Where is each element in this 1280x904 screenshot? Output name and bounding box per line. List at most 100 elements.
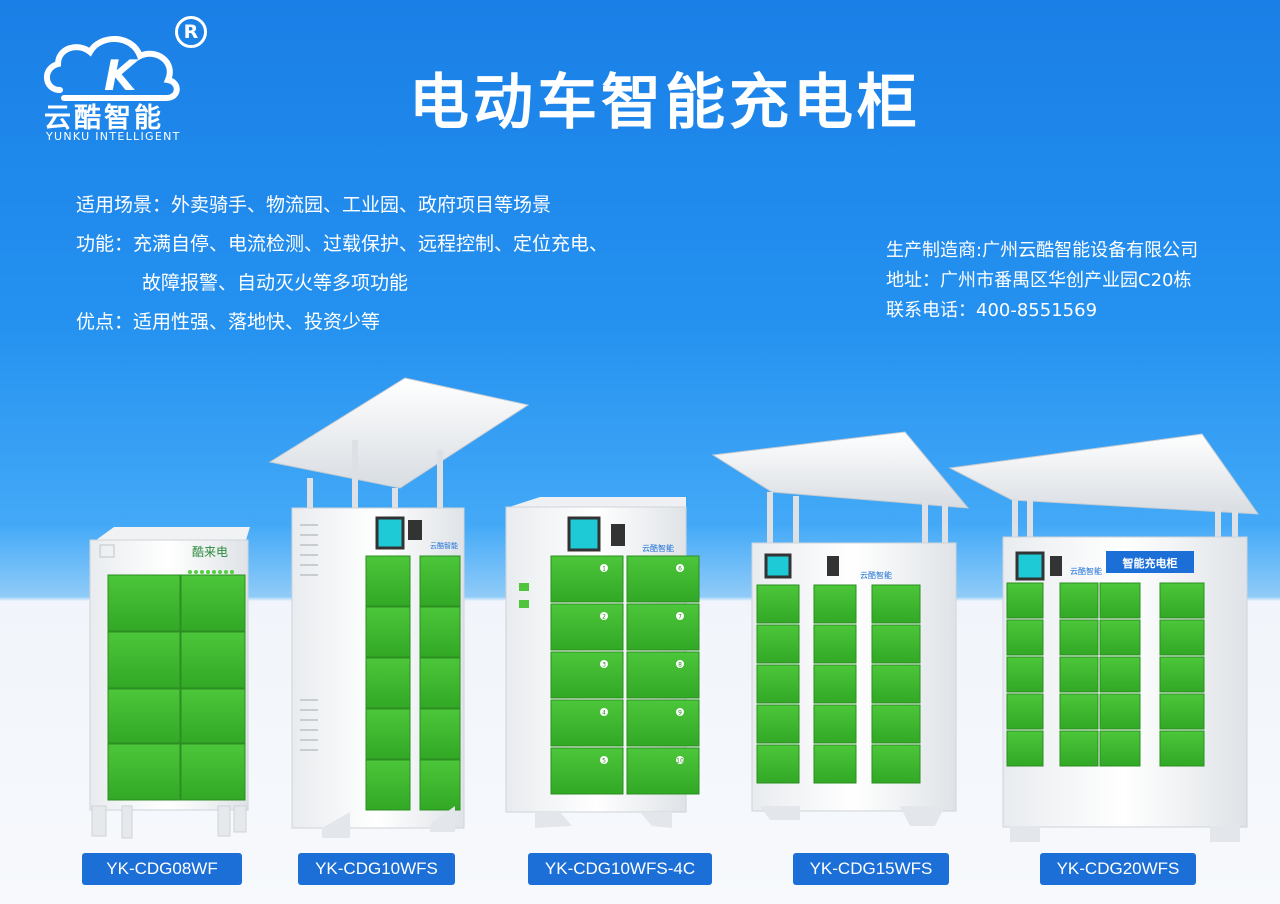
screen-icon <box>764 553 792 579</box>
screen-icon <box>567 516 601 552</box>
screen-icon <box>375 516 405 550</box>
locker-number: 6 <box>678 566 682 573</box>
locker-door <box>626 747 700 795</box>
locker-door <box>813 744 857 784</box>
screen-icon <box>1015 551 1045 581</box>
locker-number: 9 <box>678 710 682 717</box>
locker-door <box>550 747 624 795</box>
locker-number: 8 <box>678 662 682 669</box>
locker-number: 1 <box>602 566 606 573</box>
locker-door <box>1059 619 1099 656</box>
qr-reader-icon <box>827 556 839 576</box>
locker-door <box>871 624 921 664</box>
locker-door <box>1006 693 1044 730</box>
locker-door <box>756 664 800 704</box>
locker-door <box>813 664 857 704</box>
locker-door <box>1006 656 1044 693</box>
locker-number: 2 <box>602 614 606 621</box>
locker-door <box>813 624 857 664</box>
manufacturer-text: 生产制造商:广州云酷智能设备有限公司 <box>886 240 1199 261</box>
svg-text:云酷智能: 云酷智能 <box>430 541 458 550</box>
svg-text:云酷智能: 云酷智能 <box>860 570 892 580</box>
locker-number: 7 <box>678 614 682 621</box>
locker-door <box>1159 693 1205 730</box>
advantage-text: 优点：适用性强、落地快、投资少等 <box>76 311 381 333</box>
locker-door <box>756 704 800 744</box>
locker-number: 5 <box>602 758 606 765</box>
locker-number: 4 <box>602 710 606 717</box>
locker-door <box>871 584 921 624</box>
locker-door <box>1006 730 1044 767</box>
svg-text:云酷智能: 云酷智能 <box>1070 566 1102 576</box>
locker-door <box>871 664 921 704</box>
cabinet-yk-cdg15wfs: 云酷智能 <box>711 431 970 826</box>
locker-number-badge <box>600 564 608 572</box>
model-badge-2: YK-CDG10WFS <box>298 853 455 885</box>
qr-reader-icon <box>408 520 422 540</box>
locker-door <box>1159 730 1205 767</box>
locker-door <box>1059 730 1099 767</box>
brand-name-en: YUNKU INTELLIGENT <box>46 130 181 143</box>
function-text-2: 故障报警、自动灭火等多项功能 <box>142 272 409 294</box>
locker-door <box>1059 656 1099 693</box>
locker-door <box>1006 582 1044 619</box>
locker-door <box>756 584 800 624</box>
svg-text:K: K <box>104 51 140 100</box>
locker-door <box>1059 582 1099 619</box>
locker-number-badge <box>676 708 684 716</box>
function-text-1: 功能：充满自停、电流检测、过载保护、远程控制、定位充电、 <box>76 233 609 255</box>
model-badge-5: YK-CDG20WFS <box>1040 853 1196 885</box>
locker-door <box>1159 619 1205 656</box>
locker-door <box>626 699 700 747</box>
locker-door <box>550 555 624 603</box>
locker-number-badge <box>676 564 684 572</box>
locker-doors <box>107 574 246 801</box>
locker-number: 3 <box>602 662 606 669</box>
locker-door <box>1099 619 1141 656</box>
locker-door <box>1159 656 1205 693</box>
qr-reader-icon <box>611 524 625 546</box>
locker-door <box>626 603 700 651</box>
locker-doors <box>1006 582 1205 767</box>
locker-door <box>626 555 700 603</box>
indicator-lights <box>188 570 234 574</box>
locker-door <box>1099 582 1141 619</box>
locker-number-badge <box>600 756 608 764</box>
brand-name-cn: 云酷智能 <box>44 103 164 134</box>
scene-text: 适用场景：外卖骑手、物流园、工业园、政府项目等场景 <box>76 194 552 216</box>
svg-text:云酷智能: 云酷智能 <box>642 543 674 553</box>
page-title: 电动车智能充电柜 <box>409 68 921 138</box>
locker-door <box>550 603 624 651</box>
locker-door <box>813 704 857 744</box>
locker-number-badge <box>600 708 608 716</box>
locker-door <box>1059 693 1099 730</box>
locker-door <box>871 744 921 784</box>
company-block: 生产制造商:广州云酷智能设备有限公司 地址：广州市番禺区华创产业园C20栋 联系… <box>886 236 1198 326</box>
address-text: 地址：广州市番禺区华创产业园C20栋 <box>886 270 1192 291</box>
locker-door <box>756 744 800 784</box>
locker-door <box>756 624 800 664</box>
locker-door <box>1099 656 1141 693</box>
model-badge-3: YK-CDG10WFS-4C <box>528 853 712 885</box>
locker-door <box>813 584 857 624</box>
locker-number-badge <box>676 756 684 764</box>
cabinet-yk-cdg08wf: 酷来电 <box>89 527 250 839</box>
locker-door <box>626 651 700 699</box>
qr-reader-icon <box>1050 556 1062 576</box>
locker-number: 10 <box>676 758 684 765</box>
locker-doors <box>756 584 921 784</box>
locker-door <box>871 704 921 744</box>
locker-door <box>1099 730 1141 767</box>
locker-number-badge <box>600 612 608 620</box>
sign-text: 智能充电柜 <box>1123 556 1178 570</box>
locker-door <box>1159 582 1205 619</box>
locker-number-badge <box>676 660 684 668</box>
cabinet-yk-cdg20wfs: 云酷智能 智能充电柜 <box>948 433 1260 842</box>
cabinet-brand-label: 酷来电 <box>192 545 228 559</box>
locker-door <box>550 651 624 699</box>
info-block: 适用场景：外卖骑手、物流园、工业园、政府项目等场景 功能：充满自停、电流检测、过… <box>76 186 608 342</box>
locker-door <box>1006 619 1044 656</box>
locker-door <box>1099 693 1141 730</box>
